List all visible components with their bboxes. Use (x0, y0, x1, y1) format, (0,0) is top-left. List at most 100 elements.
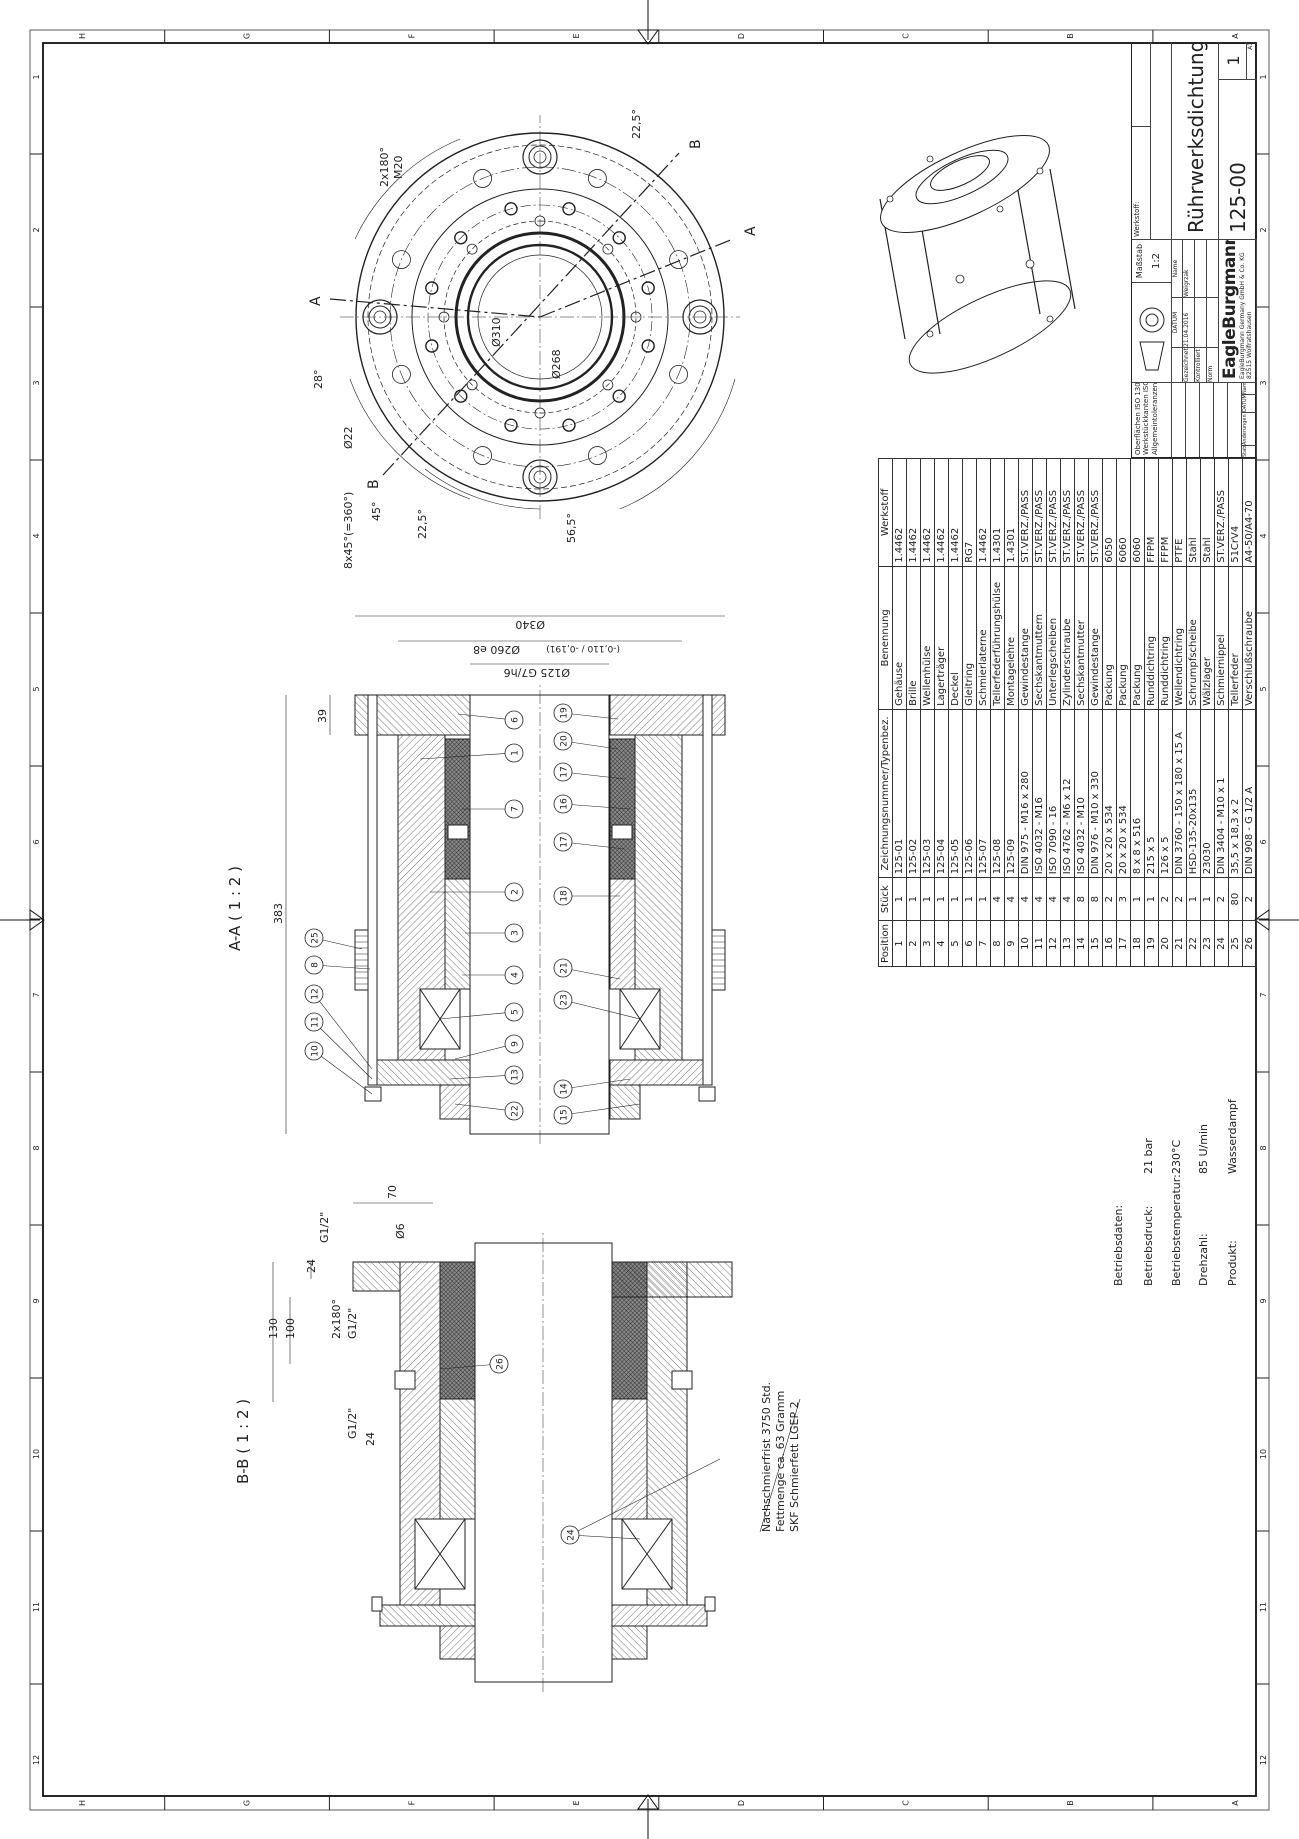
parts-header-cell: Position (878, 920, 893, 967)
operating-value-temperature: 230°C (1170, 1140, 1183, 1174)
parts-cell: 5 (948, 920, 963, 967)
balloon (504, 1002, 524, 1022)
hex-nut (504, 418, 518, 432)
balloon-label: 19 (560, 707, 570, 719)
bolt-hole (473, 446, 492, 465)
operating-label-product: Produkt: (1226, 1240, 1239, 1286)
operating-label-speed: Drehzahl: (1197, 1233, 1210, 1286)
sheet-format: A1 (1247, 42, 1254, 50)
balloon (304, 928, 324, 948)
dim-d260-tol: (-0,110 / -0,191) (546, 643, 620, 653)
parts-cell: 6060 (1130, 458, 1145, 567)
zone-row-label: 8 (32, 1145, 41, 1150)
hex-nut (562, 202, 576, 216)
zone-column-label: G (243, 33, 252, 39)
parts-cell: Runddichtring (1144, 566, 1159, 710)
scale-label: Maßstab (1135, 243, 1144, 279)
balloon (553, 731, 573, 751)
parts-cell: DIN 975 - M16 x 280 (1018, 709, 1033, 878)
blank-row (1151, 42, 1172, 239)
parts-header-cell: Werkstoff (878, 458, 893, 567)
balloon-label: 16 (560, 798, 570, 810)
zone-row-label: 11 (32, 1602, 41, 1612)
bolt-hole (669, 365, 688, 384)
section-marker-b-1: B (366, 479, 382, 489)
parts-cell: Montagelehre (1004, 566, 1019, 710)
balloon-label: 17 (560, 766, 570, 777)
balloon-label: 1 (511, 750, 521, 756)
balloon-label: 5 (511, 1009, 521, 1015)
parts-cell: 4 (1032, 877, 1047, 921)
zone-row-label: 12 (32, 1755, 41, 1765)
balloon-label: 6 (511, 717, 521, 723)
lug (522, 139, 558, 175)
parts-cell: 1 (934, 877, 949, 921)
title-block: Oberflächen ISO 1302 Werkstückkanten ISO… (1131, 42, 1257, 458)
zone-row-label: 10 (1259, 1449, 1268, 1459)
dim-d340: Ø340 (515, 618, 545, 631)
parts-cell: Stahl (1186, 458, 1201, 567)
parts-cell: RG7 (962, 458, 977, 567)
zone-column-label: G (243, 1800, 252, 1806)
balloon (553, 1079, 573, 1099)
parts-cell: Gewindestange (1088, 566, 1103, 710)
parts-cell: 125-04 (934, 709, 949, 878)
zone-row-label: 4 (32, 533, 41, 538)
balloon-label: 15 (560, 1109, 570, 1120)
lug (522, 459, 558, 495)
balloon (504, 1101, 524, 1121)
parts-cell: ST.VERZ./PASS (1088, 458, 1103, 567)
dim-24a: 24 (305, 1259, 318, 1273)
bolt-hole (588, 169, 607, 188)
section-bb (272, 1202, 801, 1692)
dim-d125: Ø125 G7/h6 (504, 666, 570, 679)
balloon-label: 9 (511, 1041, 521, 1047)
operating-value-speed: 85 U/min (1197, 1124, 1210, 1174)
parts-cell: 23 (1200, 920, 1215, 967)
parts-cell: 25 (1228, 920, 1243, 967)
operating-label-temperature: Betriebstemperatur: (1170, 1174, 1183, 1286)
section-bb-title: B-B ( 1 : 2 ) (234, 1399, 252, 1484)
parts-cell: 2 (906, 920, 921, 967)
zone-column-label: C (902, 1800, 911, 1806)
zone-row-label: 10 (32, 1449, 41, 1459)
parts-cell: 125-09 (1004, 709, 1019, 878)
company-logo-cell: EagleBurgmann EagleBurgmann Germany GmbH… (1219, 239, 1257, 382)
zone-column-label: B (1066, 1800, 1075, 1806)
material-extra (1132, 42, 1151, 126)
parts-cell: 16 (1102, 920, 1117, 967)
zone-row-label: 6 (1259, 839, 1268, 844)
parts-cell: 125-06 (962, 709, 977, 878)
parts-cell: Packung (1116, 566, 1131, 710)
parts-cell: 51CrV4 (1228, 458, 1243, 567)
balloon (553, 886, 573, 906)
parts-cell: 4 (1004, 877, 1019, 921)
parts-cell: Wälzlager (1200, 566, 1215, 710)
approval-name-header: Name (1172, 239, 1183, 297)
zone-row-label: 9 (32, 1298, 41, 1303)
zone-row-label: 5 (1259, 686, 1268, 691)
parts-cell: Schrumpfscheibe (1186, 566, 1201, 710)
zone-column-label: D (737, 33, 746, 39)
hex-nut (641, 281, 655, 295)
zone-row-label: 6 (32, 839, 41, 844)
parts-header-cell: Zeichnungsnummer/Typenbez. (878, 709, 893, 878)
balloon-label: 26 (496, 1358, 506, 1370)
lubrication-note-3: SKF Schmierfett LGEP 2 (788, 1401, 801, 1532)
parts-cell: 24 (1214, 920, 1229, 967)
zone-row-label: 9 (1259, 1298, 1268, 1303)
parts-cell: 10 (1018, 920, 1033, 967)
parts-cell: 2 (1102, 877, 1117, 921)
balloon-label: 4 (511, 972, 521, 978)
zone-row-label: 1 (1259, 74, 1268, 79)
zone-row-label: 7 (32, 992, 41, 997)
dim-angle-top: 22,5° (630, 109, 643, 139)
zone-row-label: 2 (32, 227, 41, 232)
